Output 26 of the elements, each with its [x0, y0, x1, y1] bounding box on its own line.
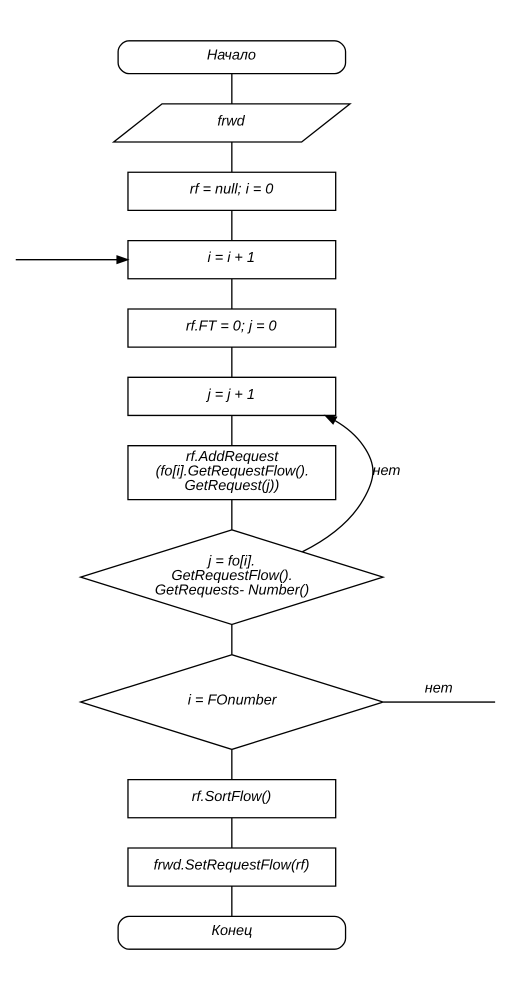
arrow — [302, 414, 374, 552]
connector — [230, 886, 232, 916]
node-box: Конец — [116, 916, 346, 950]
node-diamond: i = FOnumber — [78, 654, 385, 750]
connector — [230, 142, 232, 172]
node-box: Начало — [116, 40, 346, 74]
connector — [230, 750, 232, 780]
connector — [230, 210, 232, 240]
node-diamond: j = fo[i]. GetRequestFlow(). GetRequests- Number() — [78, 529, 385, 626]
connector — [230, 278, 232, 309]
connector — [230, 500, 232, 530]
node-box: i = i + 1 — [126, 240, 336, 280]
node-box: rf.SortFlow() — [126, 778, 336, 818]
arrow — [15, 255, 130, 264]
node-box: rf = null; i = 0 — [126, 172, 336, 212]
node-box: rf.AddRequest (fo[i].GetRequestFlow(). GetRequest(j)) — [126, 445, 336, 500]
node-box: rf.FT = 0; j = 0 — [126, 308, 336, 348]
connector — [230, 818, 232, 848]
node-box: j = j + 1 — [126, 376, 336, 416]
connector — [382, 701, 495, 703]
connector — [230, 624, 232, 654]
edge-label: нет — [424, 680, 452, 697]
connector — [230, 416, 232, 446]
connector — [230, 74, 232, 104]
node-box: frwd.SetRequestFlow(rf) — [126, 847, 336, 887]
connector — [230, 347, 232, 378]
